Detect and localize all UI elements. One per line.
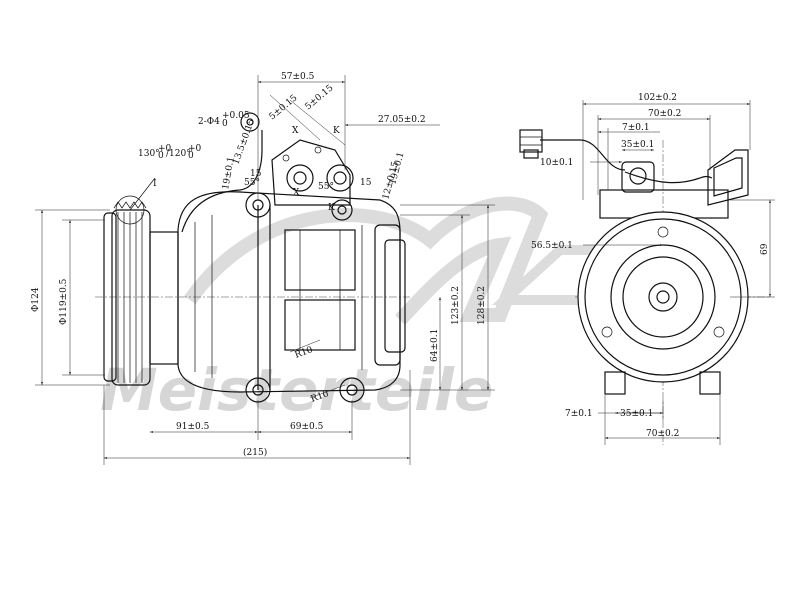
dim-15-b: 15: [360, 178, 372, 188]
dim-69-bottom: 69±0.5: [290, 422, 324, 432]
front-wire: [540, 139, 626, 171]
dim-2x4: 2-Φ4: [198, 117, 220, 127]
dim-35-top: 35±0.1: [621, 140, 654, 150]
detail-callout: I: [115, 177, 157, 225]
dim-5-b: 5±0.15: [304, 83, 336, 112]
dim-35-bottom: 35±0.1: [620, 409, 653, 419]
side-dimensions: [35, 75, 495, 465]
dim-70-top: 70±0.2: [648, 109, 681, 119]
dim-2x4-tol-lower: 0: [222, 119, 228, 129]
dim-56-5: 56.5±0.1: [531, 241, 573, 251]
dim-7-bottom: 7±0.1: [565, 409, 593, 419]
section-x-top: X: [292, 126, 299, 136]
dim-55-a: 55°: [244, 178, 260, 188]
dim-55-b: 55°: [318, 182, 334, 192]
dim-10: 10±0.1: [540, 158, 573, 168]
dim-128: 128±0.2: [477, 286, 487, 325]
dim-130: 130°: [138, 149, 160, 159]
dim-57: 57±0.5: [281, 72, 315, 82]
dim-215: (215): [243, 447, 267, 458]
dim-15-a: 15: [250, 169, 262, 179]
section-x-bottom: X: [293, 188, 300, 198]
dim-70-bottom: 70±0.2: [646, 429, 679, 439]
dim-d119: Φ119±0.5: [59, 278, 69, 325]
dim-69-right: 69: [760, 243, 770, 255]
dim-102: 102±0.2: [638, 93, 677, 103]
dim-123: 123±0.2: [451, 286, 461, 325]
front-connector-inner: [713, 157, 743, 197]
dim-27: 27.05±0.2: [378, 115, 426, 125]
dim-64: 64±0.1: [430, 329, 440, 362]
dim-5-a: 5±0.15: [268, 93, 300, 122]
front-port: [629, 167, 647, 185]
front-plug: [519, 129, 543, 153]
section-k-bottom: K: [328, 203, 335, 213]
section-k-top: K: [333, 126, 340, 136]
dim-19-left: 19±0.1: [221, 156, 237, 191]
front-dimension-labels: 102±0.2 70±0.2 7±0.1 35±0.1 10±0.1 56.5±…: [531, 93, 770, 439]
dim-7-top: 7±0.1: [622, 123, 650, 133]
front-view: 102±0.2 70±0.2 7±0.1 35±0.1 10±0.1 56.5±…: [519, 93, 775, 445]
dim-2x4-tol-upper: +0.05: [222, 111, 250, 121]
front-wire-2: [624, 171, 713, 184]
front-port-block: [621, 161, 655, 193]
pulley: [103, 201, 179, 386]
dim-130-tol-upper: +0: [158, 144, 172, 154]
front-foot-right: [699, 371, 721, 395]
dim-91: 91±0.5: [176, 422, 210, 432]
watermark-logo-swoosh: [184, 196, 549, 325]
detail-label: I: [153, 179, 157, 189]
dim-d124: Φ124: [31, 287, 41, 312]
front-connector-housing: [707, 149, 749, 206]
front-pulley-outer: [577, 211, 749, 383]
dim-130-tol-lower: 0: [158, 151, 164, 161]
compressor-body: [177, 112, 406, 403]
dim-120-tol-upper: +0: [188, 144, 202, 154]
dim-120-tol-lower: 0: [188, 151, 194, 161]
front-plug-tail: [523, 149, 539, 159]
front-foot-left: [604, 371, 626, 395]
front-dimensions: [582, 100, 775, 445]
dim-120: /120°: [166, 149, 191, 159]
